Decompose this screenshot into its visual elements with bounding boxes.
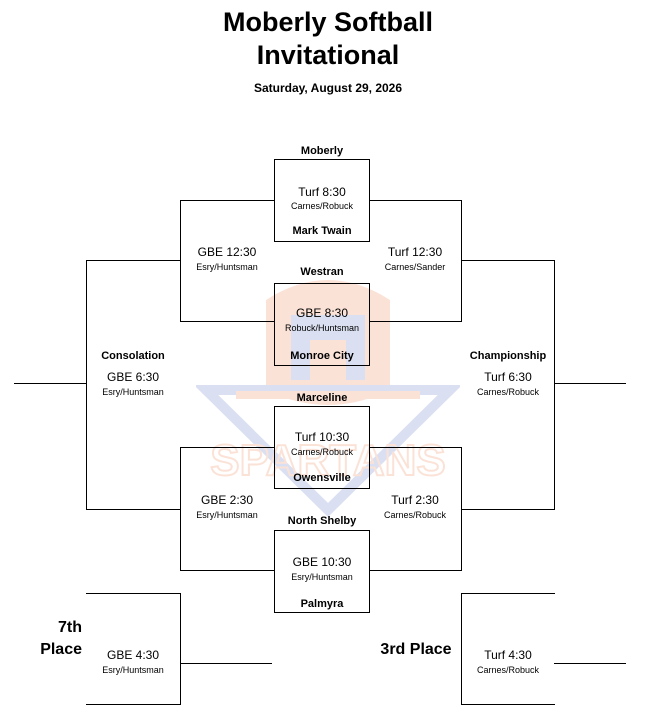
bracket-line	[369, 321, 462, 322]
bracket-line	[461, 509, 555, 510]
bracket-line	[86, 593, 181, 594]
bracket-line	[274, 612, 370, 613]
bracket-line	[274, 241, 370, 242]
game4-time: GBE 10:30	[292, 555, 352, 569]
game1-time: Turf 8:30	[298, 185, 346, 199]
title-line-2: Invitational	[256, 40, 400, 70]
champ-top-time: Turf 12:30	[387, 245, 443, 259]
game3-time: Turf 10:30	[294, 430, 350, 444]
cons-top-umpires: Esry/Huntsman	[196, 262, 258, 272]
team-palmyra: Palmyra	[300, 598, 344, 610]
cons-top-time: GBE 12:30	[197, 245, 257, 259]
bracket-line	[274, 159, 370, 160]
champ-bot-umpires: Carnes/Robuck	[383, 510, 447, 520]
team-westran: Westran	[300, 266, 344, 278]
team-owensville: Owensville	[293, 472, 351, 484]
champ-top-umpires: Carnes/Sander	[384, 262, 446, 272]
third-time: Turf 4:30	[484, 648, 532, 662]
bracket-line	[369, 447, 462, 448]
bracket-line	[14, 383, 87, 384]
bracket-line	[86, 509, 181, 510]
bracket-line	[180, 593, 181, 705]
bracket-line	[274, 283, 370, 284]
bracket-line	[274, 283, 275, 366]
bracket-line	[86, 704, 181, 705]
third-place-label: 3rd Place	[380, 641, 452, 658]
championship-umpires: Carnes/Robuck	[476, 387, 540, 397]
event-date: Saturday, August 29, 2026	[253, 81, 403, 95]
bracket-line	[369, 283, 370, 366]
bracket-line	[461, 704, 555, 705]
bracket-line	[554, 260, 555, 510]
consolation-time: GBE 6:30	[106, 370, 160, 384]
bracket-line	[554, 663, 626, 664]
game2-time: GBE 8:30	[295, 306, 349, 320]
seventh-place-label-line1: 7th	[58, 619, 82, 636]
game3-umpires: Carnes/Robuck	[290, 447, 354, 457]
cons-bot-time: GBE 2:30	[200, 493, 254, 507]
seventh-time: GBE 4:30	[106, 648, 160, 662]
bracket-line	[274, 530, 275, 613]
game1-umpires: Carnes/Robuck	[290, 201, 354, 211]
bracket-line	[180, 570, 275, 571]
bracket-line	[554, 383, 626, 384]
team-monroe-city: Monroe City	[290, 350, 354, 362]
bracket-line	[461, 200, 462, 322]
bracket-line	[274, 406, 370, 407]
bracket-line	[461, 260, 555, 261]
cons-bot-umpires: Esry/Huntsman	[196, 510, 258, 520]
team-mark-twain: Mark Twain	[292, 225, 352, 237]
game4-umpires: Esry/Huntsman	[291, 572, 353, 582]
third-umpires: Carnes/Robuck	[476, 665, 540, 675]
consolation-umpires: Esry/Huntsman	[102, 387, 164, 397]
bracket-line	[86, 260, 87, 510]
game2-umpires: Robuck/Huntsman	[284, 323, 360, 333]
champ-bot-time: Turf 2:30	[391, 493, 439, 507]
bracket-line	[369, 570, 462, 571]
consolation-label: Consolation	[101, 350, 165, 362]
bracket-line	[274, 530, 370, 531]
bracket-line	[369, 200, 462, 201]
bracket-line	[180, 663, 272, 664]
bracket-line	[274, 365, 370, 366]
bracket-line	[86, 260, 181, 261]
championship-time: Turf 6:30	[484, 370, 532, 384]
bracket-line	[274, 488, 370, 489]
bracket-line	[180, 200, 275, 201]
team-moberly: Moberly	[300, 145, 344, 157]
championship-label: Championship	[469, 350, 547, 362]
seventh-umpires: Esry/Huntsman	[102, 665, 164, 675]
seventh-place-label-line2: Place	[40, 641, 82, 658]
bracket-line	[180, 200, 181, 322]
bracket-line	[180, 447, 275, 448]
team-marceline: Marceline	[296, 392, 348, 404]
title-line-1: Moberly Softball	[222, 7, 433, 37]
bracket-line	[180, 321, 275, 322]
bracket-line	[461, 593, 462, 705]
team-north-shelby: North Shelby	[287, 515, 357, 527]
bracket-line	[461, 593, 555, 594]
bracket-line	[369, 530, 370, 613]
